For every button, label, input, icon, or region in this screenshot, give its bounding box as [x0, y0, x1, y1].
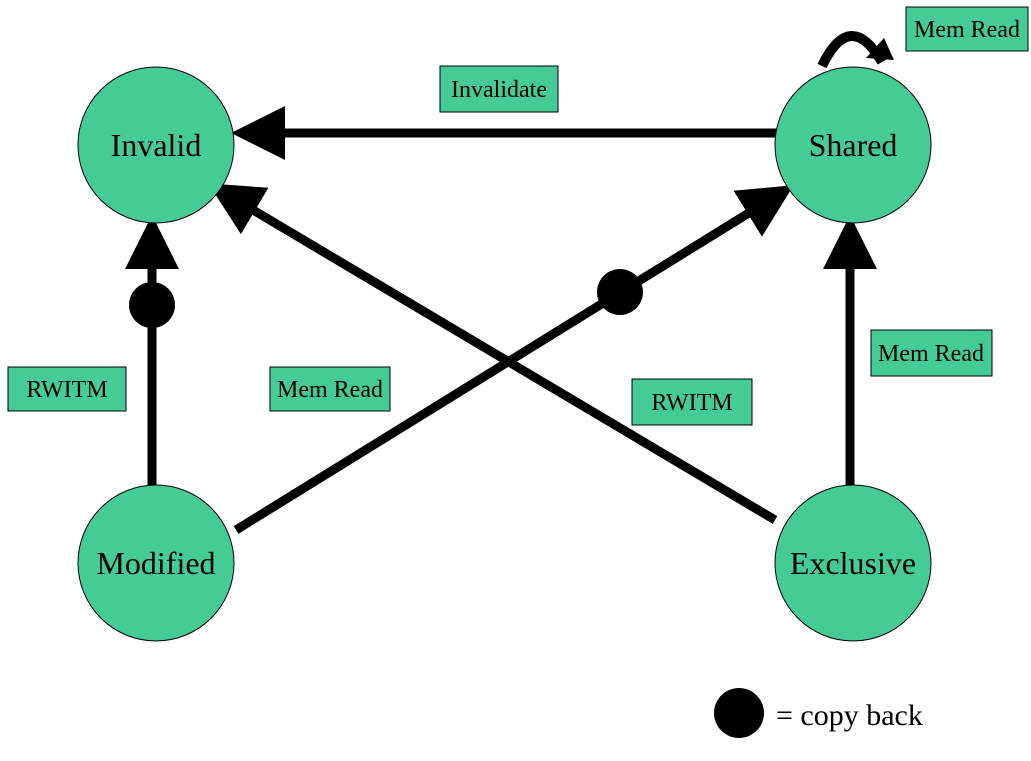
- svg-text:Mem Read: Mem Read: [878, 341, 984, 367]
- state-invalid: Invalid: [77, 66, 235, 224]
- svg-text:RWITM: RWITM: [26, 377, 107, 403]
- svg-text:Invalidate: Invalidate: [451, 77, 547, 103]
- legend-copy-back-dot-icon: [714, 688, 764, 738]
- self-loop-arrowhead-icon: [866, 38, 894, 60]
- svg-text:RWITM: RWITM: [651, 390, 732, 416]
- state-modified: Modified: [77, 484, 235, 642]
- edge-exclusive-to-invalid: [208, 183, 778, 524]
- legend: = copy back: [714, 688, 923, 738]
- state-modified-label: Modified: [96, 545, 215, 581]
- state-shared-label: Shared: [809, 127, 898, 163]
- label-exclusive-mem-read: Mem Read: [870, 329, 993, 377]
- edge-modified-to-shared: [233, 185, 794, 534]
- state-exclusive: Exclusive: [774, 484, 932, 642]
- label-invalidate: Invalidate: [439, 65, 559, 113]
- edges: [125, 106, 877, 534]
- state-invalid-label: Invalid: [111, 127, 202, 163]
- label-modified-mem-read: Mem Read: [269, 366, 391, 412]
- label-exclusive-rwitm: RWITM: [631, 378, 753, 426]
- svg-text:Mem Read: Mem Read: [277, 377, 383, 403]
- copy-back-dot-modified-shared: [597, 269, 643, 315]
- legend-copy-back-label: = copy back: [776, 699, 923, 732]
- copy-back-dot-modified-invalid: [129, 282, 175, 328]
- state-exclusive-label: Exclusive: [790, 545, 916, 581]
- state-shared: Shared: [774, 66, 932, 224]
- label-modified-rwitm: RWITM: [7, 366, 127, 412]
- label-shared-self-mem-read: Mem Read: [905, 6, 1029, 52]
- svg-text:Mem Read: Mem Read: [914, 17, 1020, 43]
